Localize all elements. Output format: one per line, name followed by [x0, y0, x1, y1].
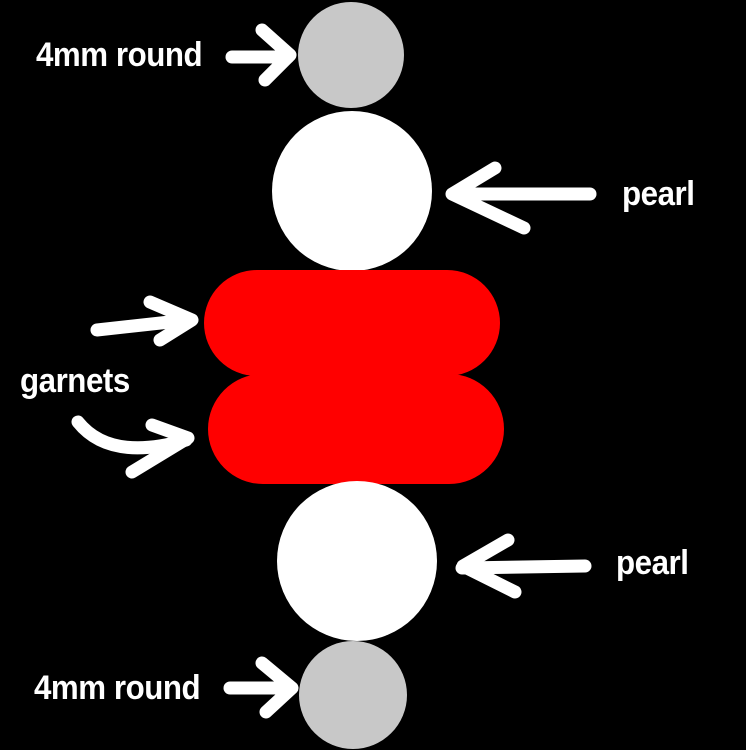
bottom-pearl-bead	[277, 481, 437, 641]
lower-garnet-bead	[208, 374, 504, 484]
top-pearl-label: pearl	[622, 175, 695, 213]
upper-garnet-arrow-icon	[90, 295, 199, 347]
upper-garnet-bead	[204, 270, 500, 376]
bottom-pearl-arrow-icon	[455, 533, 592, 599]
top-round-arrow-icon	[225, 23, 297, 87]
bottom-round-bead	[299, 641, 407, 749]
bottom-round-arrow-icon	[223, 656, 299, 719]
top-pearl-bead	[272, 111, 432, 271]
garnets-label: garnets	[20, 362, 130, 400]
top-pearl-arrow-icon	[445, 161, 597, 235]
bottom-round-label: 4mm round	[34, 669, 201, 707]
top-round-label: 4mm round	[36, 36, 203, 74]
lower-garnet-arrow-icon	[71, 415, 195, 479]
bottom-pearl-label: pearl	[616, 544, 689, 582]
top-round-bead	[298, 2, 404, 108]
